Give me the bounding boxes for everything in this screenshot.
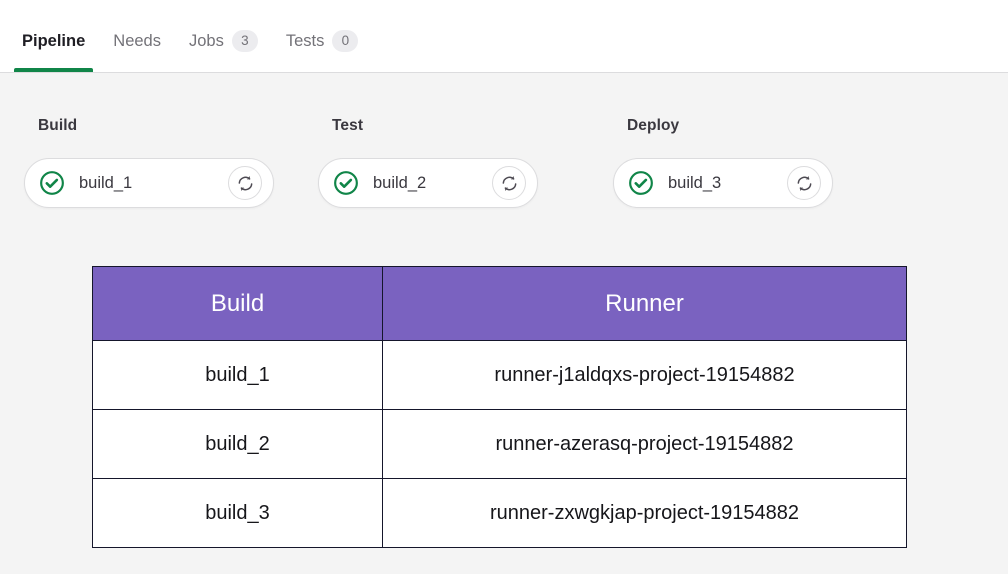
column-header-build: Build (92, 266, 383, 341)
stage-test: Test build_2 (318, 73, 598, 208)
job-card-build_1[interactable]: build_1 (24, 158, 274, 208)
tab-tests-badge: 0 (332, 30, 359, 52)
tab-list: Pipeline Needs Jobs 3 Tests 0 (0, 0, 1008, 72)
table-header-row: Build Runner (92, 266, 907, 341)
tab-needs-label: Needs (113, 31, 161, 50)
cell-build: build_3 (92, 478, 383, 548)
cell-runner: runner-azerasq-project-19154882 (382, 409, 907, 479)
tab-jobs-label: Jobs (188, 31, 224, 50)
stage-test-title: Test (332, 117, 364, 134)
retry-icon-button-build_3[interactable] (787, 166, 821, 200)
retry-icon-button-build_1[interactable] (228, 166, 262, 200)
cell-runner: runner-j1aldqxs-project-19154882 (382, 340, 907, 410)
tab-tests[interactable]: Tests 0 (272, 0, 373, 72)
cell-build: build_2 (92, 409, 383, 479)
tab-jobs[interactable]: Jobs 3 (175, 0, 272, 72)
check-circle-icon (333, 170, 359, 196)
job-name-build_2: build_2 (373, 173, 427, 192)
tab-jobs-badge: 3 (231, 30, 258, 52)
stage-deploy-title: Deploy (627, 117, 680, 134)
job-name-build_3: build_3 (668, 173, 722, 192)
table-row: build_1 runner-j1aldqxs-project-19154882 (92, 340, 907, 410)
runner-table-body: build_1 runner-j1aldqxs-project-19154882… (92, 340, 907, 548)
cell-runner: runner-zxwgkjap-project-19154882 (382, 478, 907, 548)
runner-table-head: Build Runner (92, 266, 907, 341)
runner-table: Build Runner build_1 runner-j1aldqxs-pro… (92, 266, 907, 548)
job-card-build_2[interactable]: build_2 (318, 158, 538, 208)
tab-tests-label: Tests (285, 31, 325, 50)
job-card-build_3[interactable]: build_3 (613, 158, 833, 208)
tab-needs[interactable]: Needs (99, 0, 175, 72)
tab-pipeline[interactable]: Pipeline (8, 0, 99, 72)
tab-pipeline-label: Pipeline (22, 31, 86, 50)
retry-icon-button-build_2[interactable] (492, 166, 526, 200)
check-circle-icon (39, 170, 65, 196)
stage-build: Build build_1 (24, 73, 304, 208)
column-header-runner: Runner (382, 266, 907, 341)
job-name-build_1: build_1 (79, 173, 133, 192)
check-circle-icon (628, 170, 654, 196)
table-row: build_2 runner-azerasq-project-19154882 (92, 409, 907, 479)
pipeline-graph: Build build_1 (0, 73, 1008, 248)
stage-deploy: Deploy build_3 (613, 73, 893, 208)
pipeline-tabbar: Pipeline Needs Jobs 3 Tests 0 (0, 0, 1008, 73)
table-row: build_3 runner-zxwgkjap-project-19154882 (92, 478, 907, 548)
cell-build: build_1 (92, 340, 383, 410)
stage-build-title: Build (38, 117, 78, 134)
